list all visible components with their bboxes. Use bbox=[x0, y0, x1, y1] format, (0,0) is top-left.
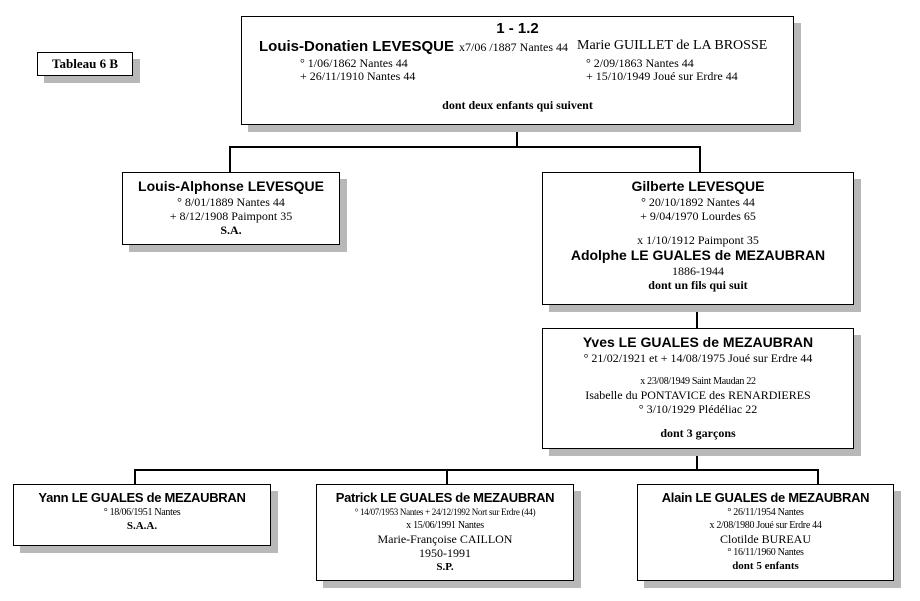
spouse-dates: 1886-1944 bbox=[672, 264, 724, 278]
birth: ° 18/06/1951 Nantes bbox=[103, 507, 181, 518]
husband-name: Louis-Donatien LEVESQUE bbox=[259, 38, 455, 55]
connector bbox=[134, 469, 819, 471]
note: S.A.A. bbox=[126, 520, 158, 532]
spouse-name: Marie-Françoise CAILLON bbox=[377, 532, 513, 546]
dates: ° 21/02/1921 et + 14/08/1975 Joué sur Er… bbox=[583, 351, 813, 365]
connector bbox=[817, 469, 819, 484]
death: + 9/04/1970 Lourdes 65 bbox=[640, 209, 756, 223]
root-couple-box: 1 - 1.2 Louis-Donatien LEVESQUE x7/06 /1… bbox=[241, 16, 794, 125]
birth: ° 8/01/1889 Nantes 44 bbox=[177, 195, 285, 209]
table-label: Tableau 6 B bbox=[37, 52, 133, 76]
note: dont 3 garçons bbox=[660, 426, 736, 440]
note: dont un fils qui suit bbox=[648, 278, 748, 292]
birth: ° 20/10/1892 Nantes 44 bbox=[641, 195, 755, 209]
spouse-name: Isabelle du PONTAVICE des RENARDIERES bbox=[585, 388, 811, 402]
person-name: Patrick LE GUALES de MEZAUBRAN bbox=[335, 490, 555, 505]
wife-death: + 15/10/1949 Joué sur Erdre 44 bbox=[586, 69, 738, 83]
spouse-birth: ° 16/11/1960 Nantes bbox=[727, 547, 804, 558]
spouse-dates: 1950-1991 bbox=[419, 546, 471, 560]
connector bbox=[516, 124, 518, 148]
connector bbox=[696, 304, 698, 328]
husband-birth: ° 1/06/1862 Nantes 44 bbox=[300, 56, 408, 70]
note: S.A. bbox=[220, 223, 242, 237]
root-note: dont deux enfants qui suivent bbox=[442, 98, 593, 112]
yves-box: Yves LE GUALES de MEZAUBRAN ° 21/02/1921… bbox=[542, 328, 854, 449]
patrick-box: Patrick LE GUALES de MEZAUBRAN ° 14/07/1… bbox=[316, 484, 574, 581]
husband-death: + 26/11/1910 Nantes 44 bbox=[300, 69, 416, 83]
wife-birth: ° 2/09/1863 Nantes 44 bbox=[586, 56, 694, 70]
marriage: x 1/10/1912 Paimpont 35 bbox=[637, 233, 759, 247]
connector bbox=[229, 146, 231, 172]
connector bbox=[696, 448, 698, 471]
gilberte-box: Gilberte LEVESQUE ° 20/10/1892 Nantes 44… bbox=[542, 172, 854, 305]
connector bbox=[446, 469, 448, 484]
yann-box: Yann LE GUALES de MEZAUBRAN ° 18/06/1951… bbox=[13, 484, 271, 546]
death: + 8/12/1908 Paimpont 35 bbox=[169, 209, 293, 223]
alain-box: Alain LE GUALES de MEZAUBRAN ° 26/11/195… bbox=[637, 484, 894, 581]
marriage: x 2/08/1980 Joué sur Erdre 44 bbox=[709, 520, 822, 531]
connector bbox=[134, 469, 136, 484]
person-name: Alain LE GUALES de MEZAUBRAN bbox=[661, 490, 870, 505]
spouse-name: Adolphe LE GUALES de MEZAUBRAN bbox=[570, 247, 826, 263]
spouse-birth: ° 3/10/1929 Plédéliac 22 bbox=[638, 402, 758, 416]
connector bbox=[229, 146, 701, 148]
root-ref: 1 - 1.2 bbox=[496, 20, 539, 37]
birth: ° 26/11/1954 Nantes bbox=[727, 507, 804, 518]
marriage: x7/06 /1887 Nantes 44 bbox=[459, 40, 568, 54]
marriage: x 15/06/1991 Nantes bbox=[406, 520, 484, 531]
note: S.P. bbox=[436, 561, 454, 573]
person-name: Yann LE GUALES de MEZAUBRAN bbox=[38, 490, 246, 505]
marriage: x 23/08/1949 Saint Maudan 22 bbox=[640, 376, 756, 387]
dates: ° 14/07/1953 Nantes + 24/12/1992 Nort su… bbox=[354, 507, 536, 517]
connector bbox=[699, 146, 701, 172]
table-label-text: Tableau 6 B bbox=[52, 56, 118, 71]
spouse-name: Clotilde BUREAU bbox=[719, 532, 811, 546]
note: dont 5 enfants bbox=[732, 560, 799, 572]
person-name: Louis-Alphonse LEVESQUE bbox=[138, 178, 324, 194]
person-name: Yves LE GUALES de MEZAUBRAN bbox=[582, 334, 814, 350]
person-name: Gilberte LEVESQUE bbox=[631, 178, 765, 194]
wife-name: Marie GUILLET de LA BROSSE bbox=[577, 38, 768, 53]
louis-alphonse-box: Louis-Alphonse LEVESQUE ° 8/01/1889 Nant… bbox=[122, 172, 340, 245]
